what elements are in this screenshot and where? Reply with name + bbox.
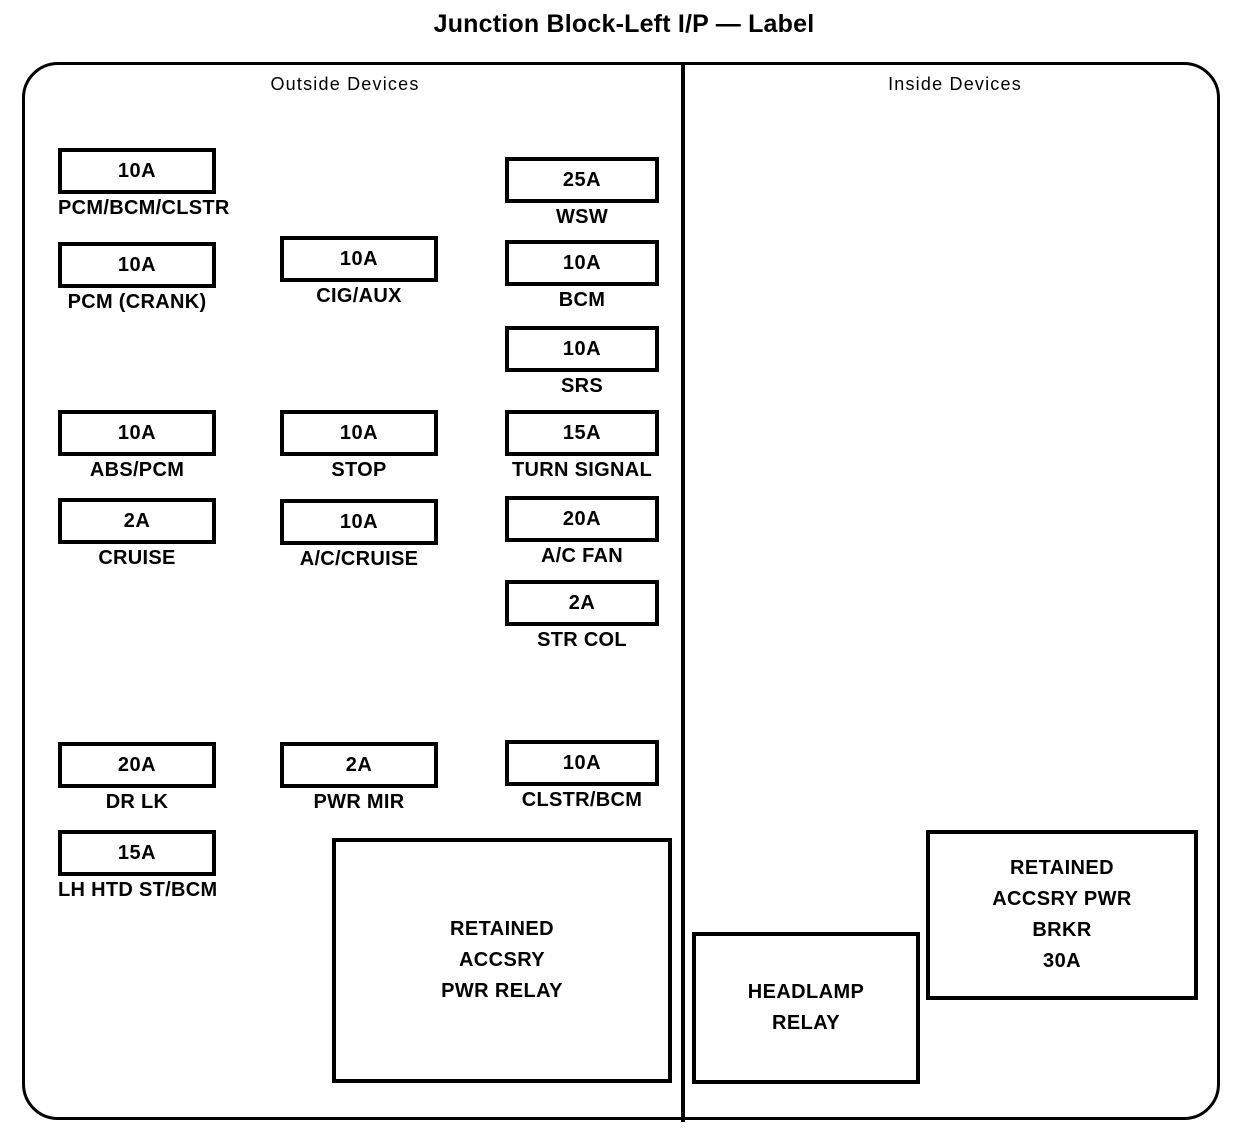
section-heading-outside-devices: Outside Devices [270, 74, 420, 94]
fuse-cell-stop[interactable]: 10A STOP [280, 410, 438, 482]
fuse-rating-box[interactable]: 10A [58, 410, 216, 456]
fuse-cell-clstr-bcm[interactable]: 10A CLSTR/BCM [505, 740, 659, 812]
fuse-label: CLSTR/BCM [521, 789, 643, 811]
fuse-label: CRUISE [98, 547, 176, 569]
fuse-rating-box[interactable]: 15A [505, 410, 659, 456]
fuse-label: WSW [556, 206, 608, 228]
fuse-cell-cig-aux[interactable]: 10A CIG/AUX [280, 236, 438, 308]
page-title: Junction Block-Left I/P — Label [433, 10, 815, 38]
fuse-rating-box[interactable]: 10A [505, 326, 659, 372]
fuse-rating-box[interactable]: 15A [58, 830, 216, 876]
fuse-cell-pwr-mir[interactable]: 2A PWR MIR [280, 742, 438, 814]
fuse-rating-box[interactable]: 2A [505, 580, 659, 626]
fuse-label: DR LK [105, 791, 169, 813]
fuse-rating-box[interactable]: 2A [280, 742, 438, 788]
section-divider [681, 62, 685, 1122]
relay-label-line: ACCSRY [458, 949, 546, 971]
fuse-label: STOP [331, 459, 387, 481]
retained-accessory-power-breaker[interactable]: RETAINED ACCSRY PWR BRKR 30A [926, 830, 1198, 1000]
fuse-rating-box[interactable]: 10A [280, 236, 438, 282]
fuse-label: BCM [558, 289, 606, 311]
fuse-rating-box[interactable]: 10A [505, 240, 659, 286]
fuse-rating-box[interactable]: 2A [58, 498, 216, 544]
fuse-rating-box[interactable]: 10A [58, 242, 216, 288]
fuse-rating-box[interactable]: 10A [280, 410, 438, 456]
relay-label-line: PWR RELAY [441, 980, 563, 1002]
junction-block-panel [22, 62, 1220, 1120]
fuse-rating-box[interactable]: 10A [58, 148, 216, 194]
fuse-cell-cruise[interactable]: 2A CRUISE [58, 498, 216, 570]
relay-label-line: ACCSRY PWR [992, 888, 1132, 910]
fuse-cell-dr-lk[interactable]: 20A DR LK [58, 742, 216, 814]
fuse-label: PCM (CRANK) [67, 291, 207, 313]
fuse-cell-lh-htd-st-bcm[interactable]: 15A LH HTD ST/BCM [58, 830, 218, 902]
retained-accessory-power-relay[interactable]: RETAINED ACCSRY PWR RELAY [332, 838, 672, 1083]
section-heading-inside-devices: Inside Devices [888, 74, 1022, 94]
fuse-cell-str-col[interactable]: 2A STR COL [505, 580, 659, 652]
fuse-label: A/C FAN [540, 545, 624, 567]
fuse-rating-box[interactable]: 20A [505, 496, 659, 542]
relay-label-line: BRKR [1032, 919, 1092, 941]
fuse-label: PCM/BCM/CLSTR [58, 197, 230, 219]
fuse-label: CIG/AUX [316, 285, 402, 307]
fuse-label: A/C/CRUISE [299, 548, 419, 570]
fuse-cell-bcm[interactable]: 10A BCM [505, 240, 659, 312]
fuse-cell-abs-pcm[interactable]: 10A ABS/PCM [58, 410, 216, 482]
fuse-cell-turn-signal[interactable]: 15A TURN SIGNAL [505, 410, 659, 482]
relay-label-line: RETAINED [450, 918, 554, 940]
fuse-rating-box[interactable]: 25A [505, 157, 659, 203]
relay-label-line: RETAINED [1010, 857, 1114, 879]
fuse-rating-box[interactable]: 10A [280, 499, 438, 545]
relay-label-line: HEADLAMP [747, 981, 865, 1003]
fuse-cell-a-c-cruise[interactable]: 10A A/C/CRUISE [280, 499, 438, 571]
fuse-rating-box[interactable]: 20A [58, 742, 216, 788]
fuse-cell-wsw[interactable]: 25A WSW [505, 157, 659, 229]
fuse-label: LH HTD ST/BCM [58, 879, 218, 901]
headlamp-relay[interactable]: HEADLAMP RELAY [692, 932, 920, 1084]
fuse-cell-pcm-crank[interactable]: 10A PCM (CRANK) [58, 242, 216, 314]
fuse-label: PWR MIR [313, 791, 405, 813]
relay-label-line: RELAY [772, 1012, 840, 1034]
fuse-label: ABS/PCM [89, 459, 185, 481]
fuse-label: STR COL [537, 629, 627, 651]
fuse-rating-box[interactable]: 10A [505, 740, 659, 786]
relay-label-line: 30A [1043, 950, 1081, 972]
fuse-label: SRS [560, 375, 604, 397]
fuse-label: TURN SIGNAL [512, 459, 652, 481]
fuse-cell-srs[interactable]: 10A SRS [505, 326, 659, 398]
fuse-cell-a-c-fan[interactable]: 20A A/C FAN [505, 496, 659, 568]
fuse-cell-pcm-bcm-clstr[interactable]: 10A PCM/BCM/CLSTR [58, 148, 230, 220]
